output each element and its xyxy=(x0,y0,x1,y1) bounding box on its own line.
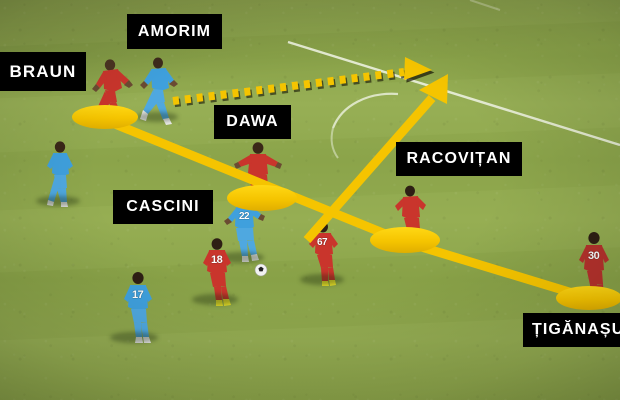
marker-dawa xyxy=(227,185,297,211)
player-blue-left xyxy=(36,140,80,207)
jersey-number: 17 xyxy=(132,289,144,301)
label-tiganasu: ȚIGĂNAȘU xyxy=(523,313,620,347)
player-blue-17: 17 xyxy=(110,270,158,344)
jersey-number: 67 xyxy=(317,237,328,248)
player-red-67: 67 xyxy=(300,220,344,286)
line-racovitan-to-tiganasu xyxy=(400,237,594,303)
player-amorim xyxy=(136,56,180,126)
label-braun: BRAUN xyxy=(0,52,86,91)
arrow-racovitan-forward xyxy=(303,74,448,243)
line-braun-to-racovitan xyxy=(100,115,410,247)
jersey-number: 22 xyxy=(239,211,250,222)
match-ball xyxy=(254,263,268,277)
marker-braun xyxy=(72,105,138,129)
player-highlight-markers xyxy=(72,105,620,310)
jersey-number: 30 xyxy=(588,250,600,262)
arrow-amorim-run xyxy=(172,57,435,108)
label-amorim: AMORIM xyxy=(127,14,222,49)
label-dawa: DAWA xyxy=(214,105,291,139)
jersey-number: 18 xyxy=(211,254,223,266)
marker-tiganasu xyxy=(556,286,620,310)
label-cascini: CASCINI xyxy=(113,190,213,224)
player-red-18: 18 xyxy=(192,236,238,306)
label-racovitan: RACOVIȚAN xyxy=(396,142,522,176)
connector-lines xyxy=(100,115,594,303)
marker-racovitan xyxy=(370,227,440,253)
